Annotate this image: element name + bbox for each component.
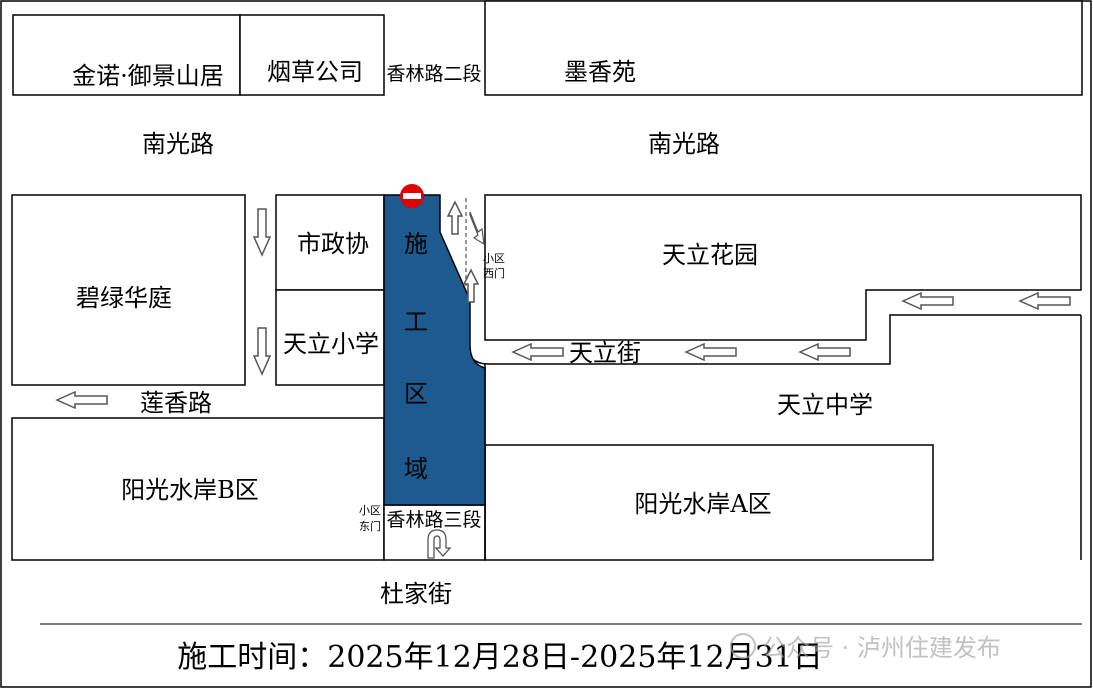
construction-char-1: 施 bbox=[404, 230, 428, 258]
block-tianli-garden bbox=[484, 194, 1082, 341]
label-tianli-middle: 天立中学 bbox=[777, 391, 873, 419]
block-moxiang bbox=[484, 0, 1083, 96]
no-entry-icon bbox=[400, 184, 424, 208]
arrow-left-icon bbox=[512, 343, 564, 361]
label-jinnuo: 金诺·御景山居 bbox=[72, 62, 224, 90]
label-bilv: 碧绿华庭 bbox=[76, 284, 172, 312]
block-bilv bbox=[11, 194, 246, 386]
label-west-gate-2: 西门 bbox=[483, 266, 505, 280]
label-east-gate-2: 东门 bbox=[359, 519, 381, 533]
label-yangguang-b: 阳光水岸B区 bbox=[121, 476, 259, 504]
label-xianglin-2: 香林路二段 bbox=[386, 63, 481, 85]
label-tianli-street: 天立街 bbox=[569, 339, 641, 367]
block-yangguang-a bbox=[484, 444, 934, 561]
arrow-left-icon bbox=[685, 343, 737, 361]
label-east-gate-1: 小区 bbox=[359, 504, 381, 517]
label-moxiang: 墨香苑 bbox=[564, 58, 636, 86]
block-tobacco bbox=[239, 14, 385, 96]
label-dujia: 杜家街 bbox=[380, 580, 452, 608]
arrow-left-icon bbox=[1019, 292, 1071, 310]
block-tianli-primary bbox=[275, 289, 385, 386]
turn-arrow-icon bbox=[469, 211, 485, 246]
watermark: 公众号 · 泸州住建发布 bbox=[730, 628, 1001, 663]
wechat-icon bbox=[730, 633, 756, 659]
arrow-up-icon bbox=[447, 201, 463, 235]
construction-char-4: 域 bbox=[404, 455, 428, 483]
construction-zone bbox=[383, 194, 486, 506]
label-shizhengxie: 市政协 bbox=[297, 230, 369, 258]
label-west-gate-1: 小区 bbox=[483, 252, 505, 265]
block-yangguang-b bbox=[11, 417, 385, 561]
label-tobacco: 烟草公司 bbox=[267, 58, 363, 86]
arrow-left-icon bbox=[902, 292, 954, 310]
construction-char-3: 区 bbox=[404, 380, 428, 408]
label-nanguang-left: 南光路 bbox=[142, 130, 214, 158]
arrow-left-icon bbox=[56, 391, 108, 409]
label-xianglin-3: 香林路三段 bbox=[386, 509, 481, 531]
label-lianxiang: 莲香路 bbox=[140, 389, 212, 417]
u-turn-icon bbox=[427, 529, 452, 559]
label-yangguang-a: 阳光水岸A区 bbox=[634, 490, 771, 518]
block-jinnuo bbox=[12, 14, 241, 96]
arrow-left-icon bbox=[799, 343, 851, 361]
watermark-text: 公众号 · 泸州住建发布 bbox=[762, 634, 1001, 662]
label-nanguang-right: 南光路 bbox=[648, 130, 720, 158]
construction-char-2: 工 bbox=[404, 308, 428, 336]
label-tianli-primary: 天立小学 bbox=[283, 330, 379, 358]
arrow-down-icon bbox=[253, 327, 271, 375]
label-tianli-garden: 天立花园 bbox=[662, 241, 758, 269]
construction-time: 施工时间：2025年12月28日-2025年12月31日 bbox=[177, 640, 823, 675]
arrow-down-icon bbox=[253, 208, 271, 256]
